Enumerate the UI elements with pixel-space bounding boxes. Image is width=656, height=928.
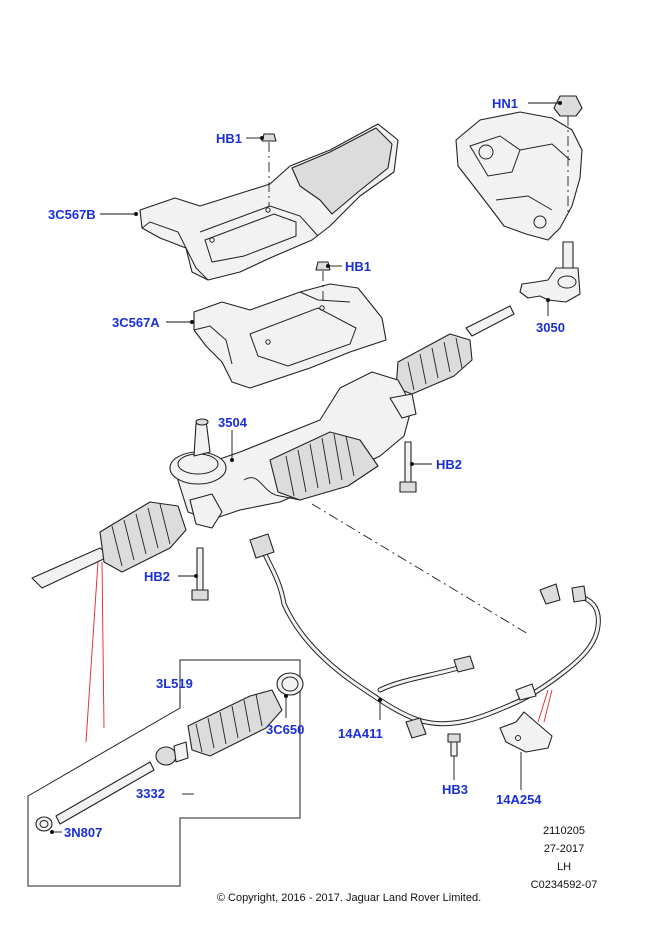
label-3c650: 3C650 [266, 722, 304, 737]
label-3n807: 3N807 [64, 825, 102, 840]
drawing-date: 27-2017 [544, 843, 584, 855]
drawing-side: LH [557, 861, 571, 873]
heat-shield-lower [193, 283, 387, 389]
red-leader-d [543, 689, 553, 723]
red-leader-c [537, 689, 549, 723]
red-leader-a [85, 561, 99, 743]
clip-3n807 [35, 816, 53, 832]
boot-kit [187, 672, 304, 757]
drawing-number: 2110205 [543, 825, 585, 837]
label-hb2-right: HB2 [436, 457, 462, 472]
steering-knuckle [455, 95, 583, 241]
label-3332: 3332 [136, 786, 165, 801]
connection-line [311, 503, 529, 635]
label-hb2-left: HB2 [144, 569, 170, 584]
harness-bracket [499, 711, 553, 790]
bolt-hb3 [447, 733, 461, 780]
bolt-hb2-left [191, 547, 209, 601]
label-3050: 3050 [536, 320, 565, 335]
label-3l519: 3L519 [156, 676, 193, 691]
label-3c567a: 3C567A [112, 315, 160, 330]
bolt-hb1-mid [315, 261, 331, 304]
inner-tie-rod [55, 741, 189, 825]
bolt-hb2-right [399, 441, 417, 493]
label-14a411: 14A411 [338, 726, 383, 741]
label-3c567b: 3C567B [48, 207, 96, 222]
label-hb1-top: HB1 [216, 131, 242, 146]
copyright-notice: © Copyright, 2016 - 2017. Jaguar Land Ro… [217, 892, 481, 904]
steering-rack-assembly [31, 305, 515, 589]
label-leaders [50, 101, 562, 834]
kit-inset-frame [27, 659, 301, 887]
red-leader-b [101, 561, 105, 729]
label-hn1: HN1 [492, 96, 518, 111]
label-hb3: HB3 [442, 782, 468, 797]
wiring-harness [249, 533, 601, 739]
label-14a254: 14A254 [496, 792, 542, 807]
drawing-code: C0234592-07 [531, 879, 598, 891]
label-3504: 3504 [218, 415, 248, 430]
label-hb1-mid: HB1 [345, 259, 371, 274]
tie-rod-end-outer [519, 241, 581, 303]
